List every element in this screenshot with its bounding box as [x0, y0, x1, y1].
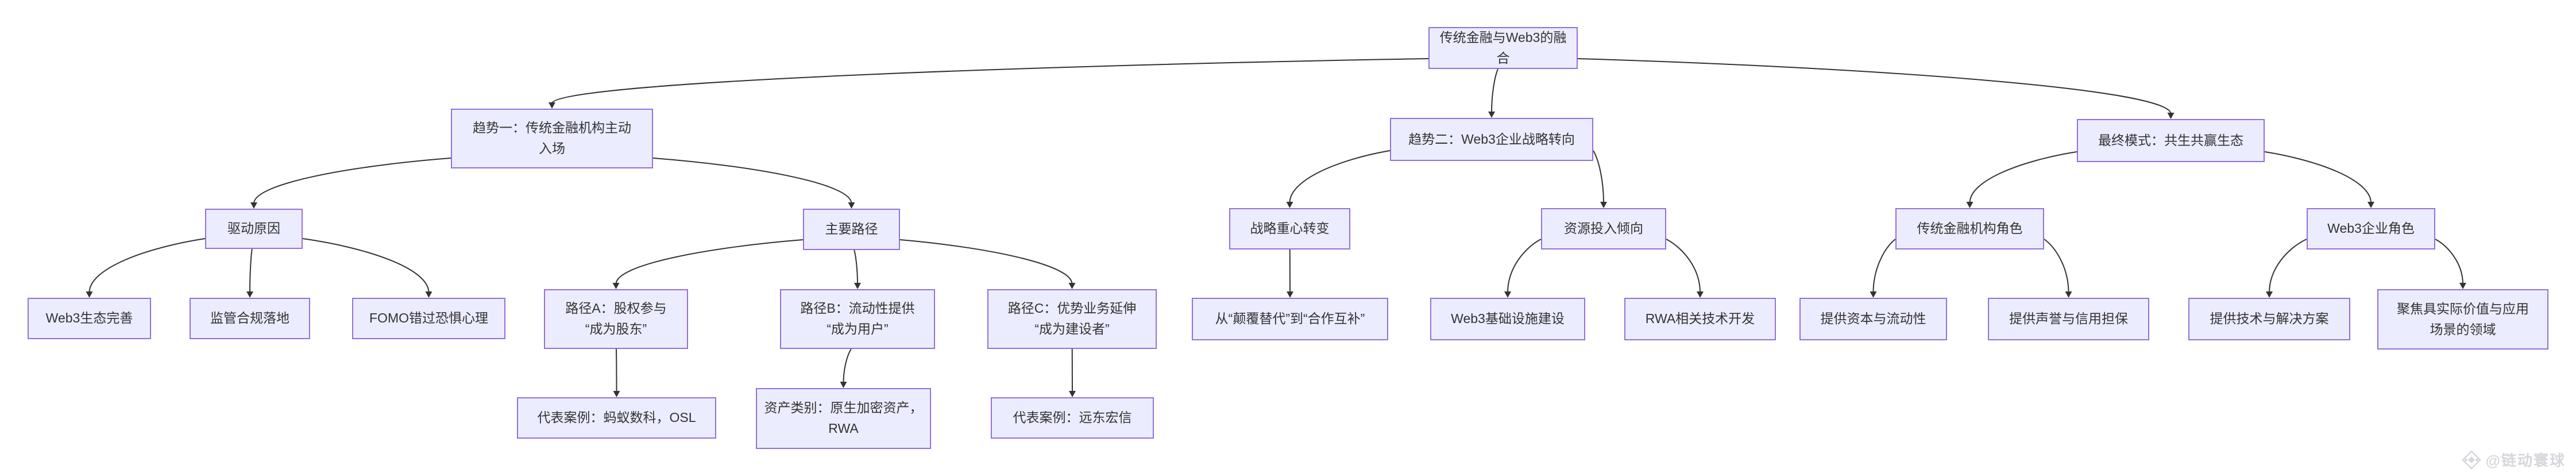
diagram-node-path: 主要路径: [803, 209, 900, 250]
diagram-node-u3: 提供技术与解决方案: [2188, 298, 2350, 340]
diagram-node-ca: 代表案例：蚂蚁数科，OSL: [517, 397, 716, 439]
edge-final-r1: [1969, 151, 2077, 204]
arrowhead-icon: [86, 291, 93, 298]
diagram-node-u4: 聚焦具实际价值与应用 场景的领域: [2377, 289, 2548, 350]
diagram-node-d1: Web3生态完善: [28, 298, 151, 339]
diagram-node-pb: 路径B：流动性提供 “成为用户”: [780, 289, 935, 349]
edge-root-trend1: [551, 58, 1429, 104]
arrowhead-icon: [1697, 291, 1704, 298]
diagram-node-t2: Web3基础设施建设: [1430, 298, 1585, 340]
arrowhead-icon: [1504, 291, 1511, 298]
arrowhead-icon: [2266, 291, 2273, 298]
diagram-node-root: 传统金融与Web3的融合: [1428, 27, 1578, 69]
diagram-node-r2: Web3企业角色: [2307, 208, 2435, 249]
edge-trend2-s1: [1289, 150, 1391, 204]
edge-r2-u4: [2435, 239, 2463, 285]
arrowhead-icon: [1966, 202, 1973, 208]
edge-s2-t2: [1507, 239, 1542, 293]
diagram-node-u2: 提供声誉与信用担保: [1988, 298, 2149, 340]
diagram-node-d3: FOMO错过恐惧心理: [352, 298, 505, 339]
arrowhead-icon: [1286, 202, 1293, 208]
arrowhead-icon: [840, 382, 847, 388]
arrowhead-icon: [1600, 202, 1607, 208]
arrowhead-icon: [1068, 283, 1076, 289]
edge-r2-u3: [2269, 239, 2307, 293]
arrowhead-icon: [1870, 291, 1877, 298]
watermark: @链动寰球: [2461, 449, 2566, 470]
edge-r1-u1: [1872, 239, 1896, 293]
diagram-node-cb: 资产类别：原生加密资产， RWA: [756, 388, 931, 449]
arrowhead-icon: [1069, 391, 1076, 397]
arrowhead-icon: [612, 283, 620, 289]
diagram-node-trend2: 趋势二：Web3企业战略转向: [1390, 118, 1593, 161]
edge-trend1-path: [652, 158, 852, 204]
arrowhead-icon: [549, 102, 555, 109]
arrowhead-icon: [848, 202, 855, 209]
arrowhead-icon: [2459, 283, 2466, 289]
arrowhead-icon: [1488, 112, 1495, 118]
edge-trend2-s2: [1593, 150, 1604, 204]
edge-pb-cb: [843, 348, 852, 383]
diagram-node-d2: 监管合规落地: [190, 298, 310, 339]
edge-trend1-driver: [253, 158, 451, 204]
edge-root-final: [1577, 58, 2172, 114]
edge-path-pa: [615, 239, 804, 285]
diagram-node-s1: 战略重心转变: [1229, 208, 1350, 249]
arrowhead-icon: [613, 391, 620, 397]
diamond-logo-icon: [2461, 450, 2481, 470]
arrowhead-icon: [246, 291, 253, 298]
edge-s2-t3: [1666, 239, 1701, 293]
arrowhead-icon: [2368, 202, 2374, 208]
diagram-node-t1: 从“颠覆替代”到“合作互补”: [1192, 298, 1388, 340]
diagram-node-final: 最终模式：共生共赢生态: [2077, 119, 2265, 162]
edge-driver-d3: [302, 238, 430, 293]
diagram-node-s2: 资源投入倾向: [1541, 208, 1666, 249]
arrowhead-icon: [2065, 291, 2072, 298]
diagram-node-pc: 路径C：优势业务延伸 “成为建设者”: [987, 289, 1157, 349]
arrowhead-icon: [250, 202, 257, 209]
diagram-node-driver: 驱动原因: [205, 209, 303, 249]
edge-r1-u2: [2044, 239, 2069, 293]
edge-path-pc: [899, 239, 1073, 285]
diagram-node-cc: 代表案例：远东宏信: [991, 397, 1154, 439]
diagram-node-r1: 传统金融机构角色: [1895, 208, 2044, 249]
diagram-node-pa: 路径A：股权参与 “成为股东”: [544, 289, 688, 349]
diagram-node-u1: 提供资本与流动性: [1799, 298, 1947, 340]
diagram-node-t3: RWA相关技术开发: [1624, 298, 1776, 340]
arrowhead-icon: [2167, 113, 2175, 119]
watermark-text: @链动寰球: [2485, 452, 2566, 469]
edge-final-r2: [2264, 151, 2372, 204]
edge-root-trend2: [1491, 68, 1499, 113]
edge-driver-d2: [249, 248, 253, 293]
arrowhead-icon: [854, 283, 861, 289]
arrowhead-icon: [425, 291, 432, 298]
edge-pa-ca: [615, 348, 617, 393]
edge-path-pb: [853, 249, 858, 285]
arrowhead-icon: [1287, 291, 1293, 298]
edge-driver-d1: [88, 238, 206, 293]
diagram-node-trend1: 趋势一：传统金融机构主动 入场: [451, 109, 653, 168]
